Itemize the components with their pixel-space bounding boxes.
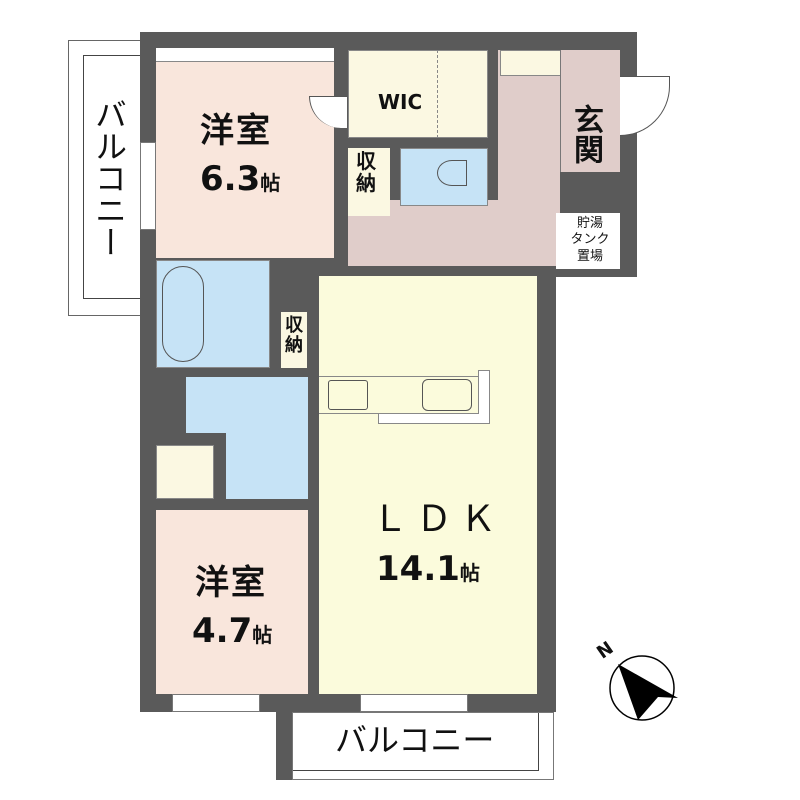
balcony-bottom [292, 712, 554, 780]
toilet-bowl-icon [437, 160, 467, 186]
balcony-left [68, 40, 149, 316]
kitchen-wall [378, 414, 490, 424]
storage-2 [281, 312, 307, 368]
wic [348, 50, 488, 138]
sink-icon [422, 379, 472, 411]
entrance [560, 50, 620, 172]
stove-icon [328, 380, 368, 410]
window-western-room-1 [140, 142, 156, 230]
western-room-1-title: 洋室 [200, 111, 272, 151]
bathtub-icon [162, 266, 204, 362]
compass: N [593, 638, 680, 722]
ldk-size: 14.1帖 [376, 549, 480, 589]
ldk [319, 276, 537, 694]
balcony-left-label: バルコニー [90, 98, 128, 258]
entrance-door[interactable] [620, 76, 670, 136]
storage-1-label: 収納 [356, 149, 376, 195]
storage-2-label: 収納 [285, 315, 303, 356]
closet-western-room-2 [156, 445, 214, 499]
water-heater-space [556, 213, 620, 269]
window-western-room-2 [172, 694, 260, 712]
north-arrow-icon [609, 655, 678, 721]
kitchen-counter [319, 376, 489, 414]
western-room-1-size: 6.3帖 [200, 159, 281, 199]
ldk-title: ＬＤＫ [372, 499, 505, 540]
balcony-bottom-label: バルコニー [335, 721, 495, 759]
water-heater-label: 貯湯 タンク 置場 [570, 216, 610, 264]
western-room-2-size: 4.7帖 [192, 611, 273, 651]
western-room-6-3 [156, 48, 334, 258]
entrance-label: 玄関 [568, 104, 603, 164]
window-ldk [360, 694, 468, 712]
western-room-4-7 [156, 510, 308, 694]
western-room-2-title: 洋室 [195, 563, 267, 603]
wic-label: WIC [378, 90, 423, 114]
storage-1 [348, 148, 390, 216]
